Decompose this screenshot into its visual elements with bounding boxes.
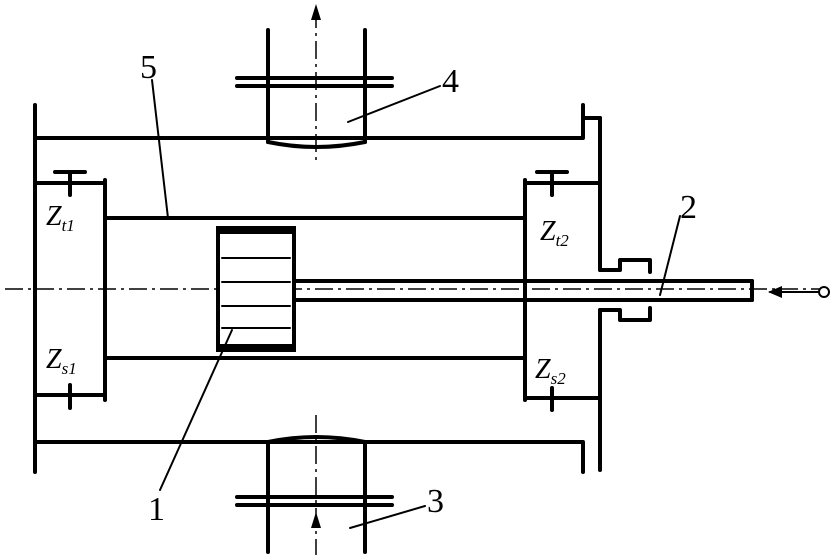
part-label-2: 2 xyxy=(680,189,697,226)
right-terminations xyxy=(523,170,602,412)
circle-icon xyxy=(818,286,830,298)
left-terminations xyxy=(33,170,107,410)
inner-resonator xyxy=(103,178,527,402)
impedance-label-zt2: Zt2 xyxy=(540,216,569,250)
impedance-label-zs1: Zs1 xyxy=(46,344,77,378)
impedance-label-zs2: Zs2 xyxy=(535,354,566,388)
output-port xyxy=(235,4,394,165)
input-port xyxy=(235,415,394,555)
part-label-5: 5 xyxy=(140,49,157,86)
arrow-icon xyxy=(768,286,782,298)
plunger xyxy=(216,226,296,352)
leader-lines xyxy=(151,79,681,529)
arrow-icon xyxy=(311,512,321,528)
plunger-rod xyxy=(292,279,830,302)
impedance-label-zt1: Zt1 xyxy=(46,201,75,235)
outer-cavity xyxy=(33,103,602,474)
part-label-4: 4 xyxy=(442,63,459,100)
rod-gland xyxy=(598,258,652,322)
part-label-3: 3 xyxy=(427,483,444,520)
part-label-1: 1 xyxy=(148,491,165,528)
arrow-icon xyxy=(311,4,321,20)
